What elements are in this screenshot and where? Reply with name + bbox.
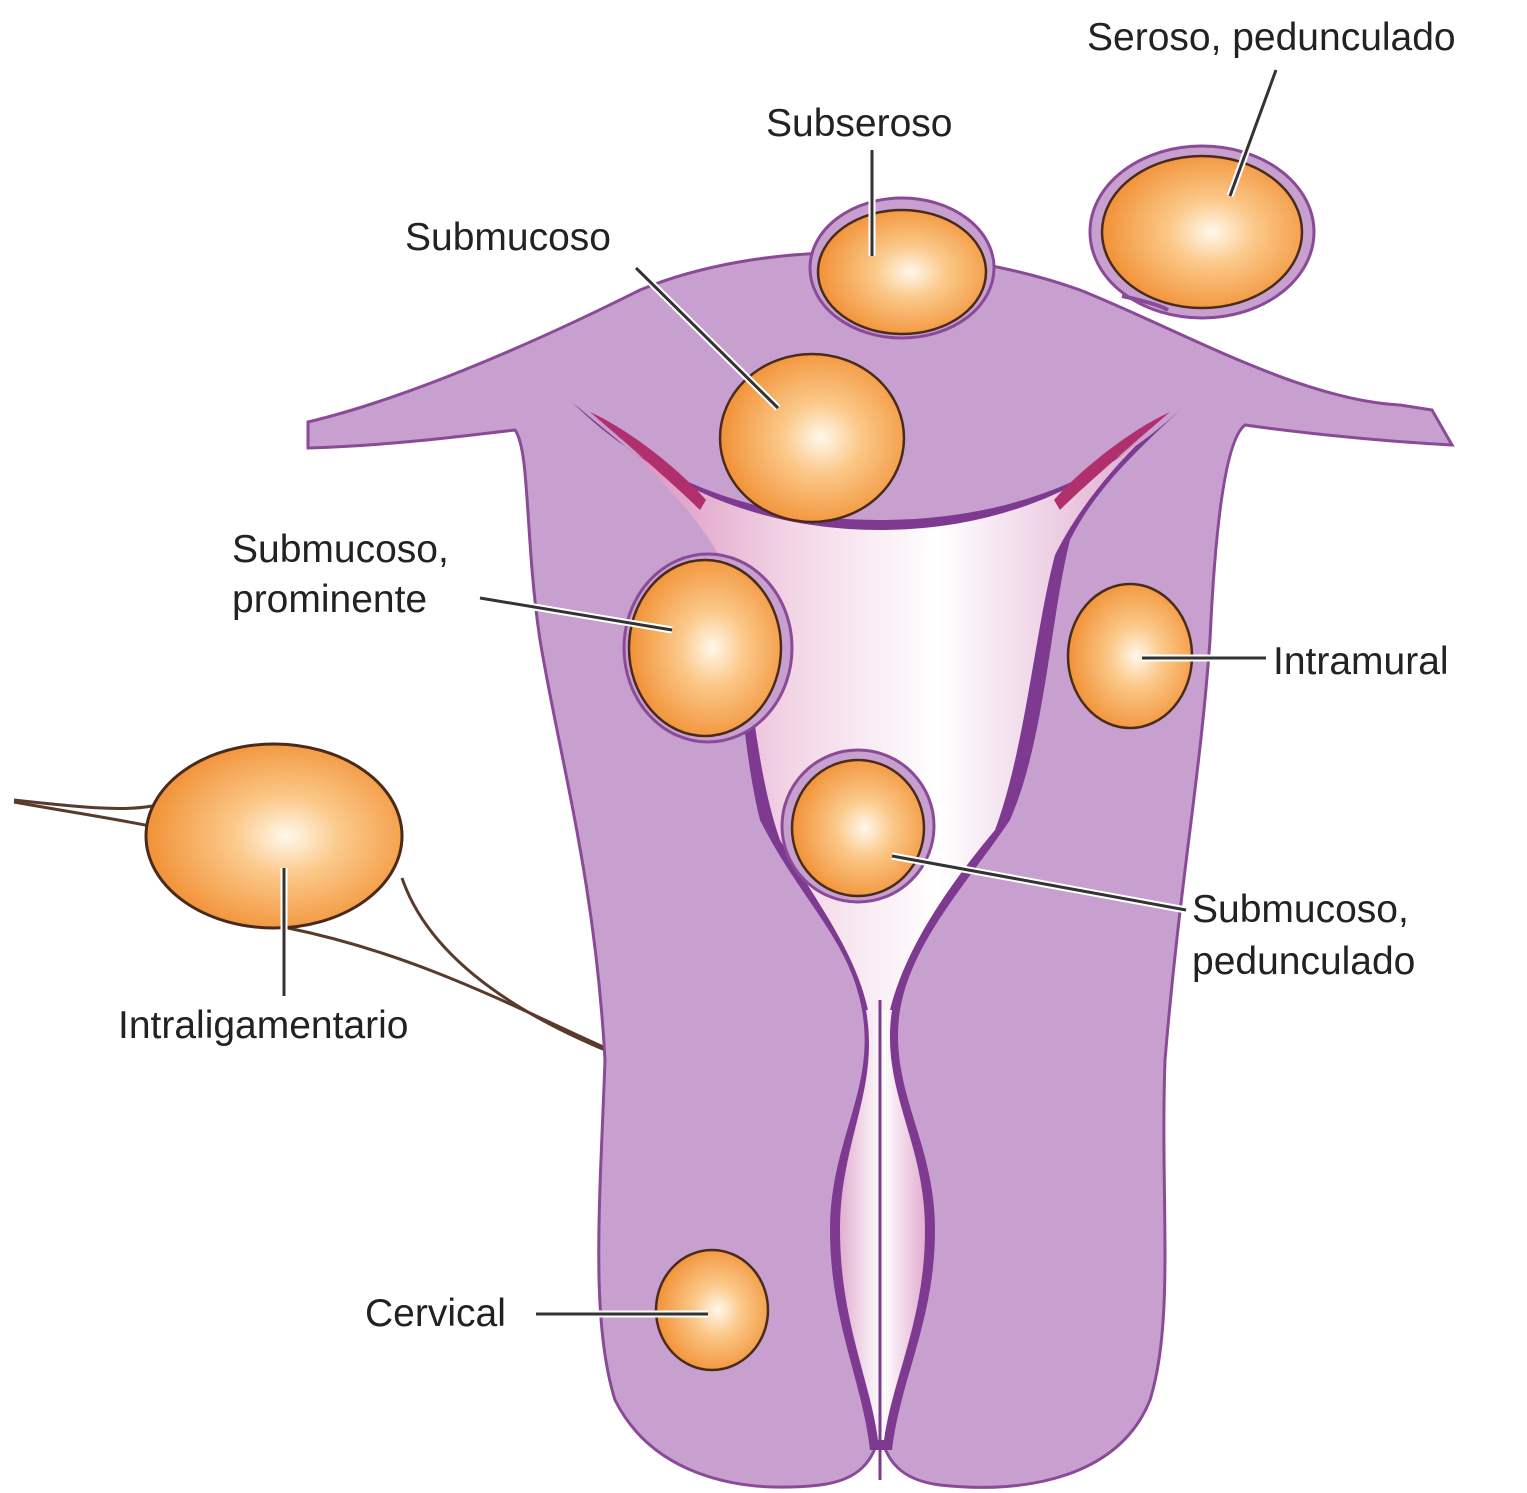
label-submucoso-pedunculado-line1: Submucoso, xyxy=(1192,888,1409,931)
fibroid-cervical xyxy=(656,1250,768,1370)
label-seroso-pedunculado: Seroso, pedunculado xyxy=(1087,16,1456,59)
label-intramural: Intramural xyxy=(1273,640,1449,683)
label-submucoso-pedunculado-line2: pedunculado xyxy=(1192,940,1415,983)
fibroid-intraligamentario xyxy=(146,744,402,928)
label-cervical: Cervical xyxy=(365,1292,506,1335)
label-subseroso: Subseroso xyxy=(766,102,952,145)
label-submucoso-prominente-line2: prominente xyxy=(232,578,427,621)
label-submucoso: Submucoso xyxy=(405,216,611,259)
label-submucoso-prominente-line1: Submucoso, xyxy=(232,528,449,571)
label-intraligamentario: Intraligamentario xyxy=(118,1004,408,1047)
